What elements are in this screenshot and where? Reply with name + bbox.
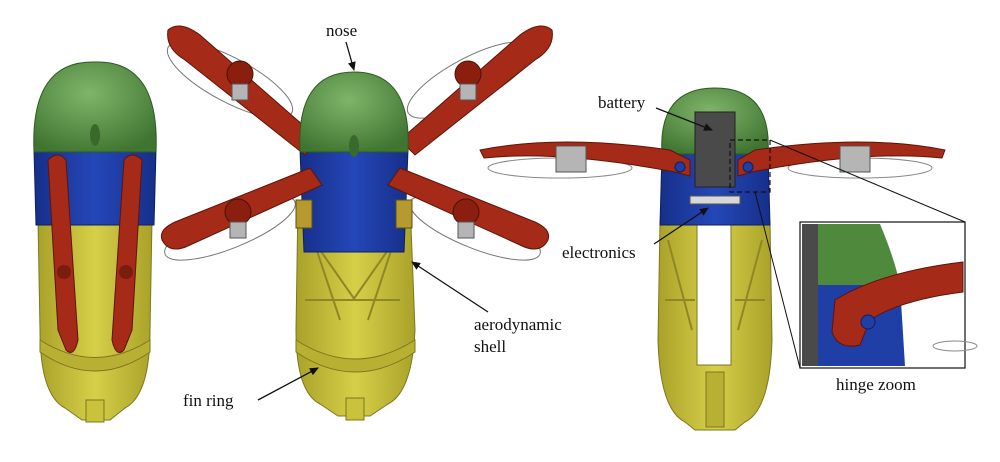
motor-bottom-right: [452, 198, 480, 239]
electronics-board: [689, 195, 741, 205]
arrow-nose: [345, 41, 356, 71]
battery-block: [694, 111, 736, 188]
folded-nose-slot: [90, 124, 100, 146]
label-fin-ring: fin ring: [183, 391, 234, 410]
section-hinge-right: [742, 161, 754, 173]
folded-motor-right: [119, 265, 133, 279]
folded-fin-ring: [39, 339, 151, 372]
section-tail: [705, 371, 725, 428]
hinge-zoom-inset: [799, 221, 978, 369]
section-lattice: [665, 239, 765, 331]
deployed-tail-stub: [345, 397, 365, 421]
folded-motor-left: [57, 265, 71, 279]
deployed-body-blue: [299, 149, 409, 253]
motor-top-right: [454, 60, 482, 101]
label-aerodynamic-shell-line1: aerodynamic: [474, 315, 562, 334]
motor-bottom-left: [224, 198, 252, 239]
deployed-hinge-right: [395, 199, 413, 229]
folded-arm-right: [111, 154, 143, 353]
label-hinge-zoom: hinge zoom: [836, 375, 916, 394]
deployed-fin-ring: [295, 339, 416, 373]
arrow-aerodynamic-shell: [411, 261, 489, 313]
zoom-selection-box: [729, 139, 771, 193]
motor-top-left: [226, 60, 254, 101]
deployed-nose-slot: [349, 135, 359, 157]
deployed-shell-lattice: [305, 229, 400, 321]
zoom-connector-bottom: [754, 191, 801, 369]
section-arm-left: [479, 141, 691, 177]
inset-nose-green: [818, 224, 900, 285]
section-cavity: [696, 224, 732, 366]
deployed-drone-view: [160, 25, 553, 421]
label-electronics: electronics: [562, 243, 636, 262]
folded-arm-left: [47, 154, 79, 353]
section-motor-left: [555, 145, 587, 173]
label-nose: nose: [326, 21, 357, 40]
deployed-nose-green: [299, 71, 409, 153]
section-view: [479, 87, 966, 431]
inset-hinge-pin: [860, 314, 876, 330]
zoom-connector-top: [769, 139, 966, 223]
inset-prop-edge: [932, 340, 978, 352]
folded-drone-view: [33, 61, 157, 423]
arrow-battery: [655, 107, 713, 131]
arrow-electronics: [653, 207, 709, 245]
inset-battery-edge: [802, 224, 818, 366]
deployed-hinge-left: [295, 199, 313, 229]
section-motor-right: [839, 145, 871, 173]
label-battery: battery: [598, 93, 646, 112]
section-arm-right: [737, 141, 946, 177]
section-hinge-left: [674, 161, 686, 173]
arrow-fin-ring: [257, 367, 319, 401]
folded-tail-stub: [85, 399, 105, 423]
label-aerodynamic-shell-line2: shell: [474, 337, 506, 356]
folded-nose-green: [33, 61, 157, 153]
